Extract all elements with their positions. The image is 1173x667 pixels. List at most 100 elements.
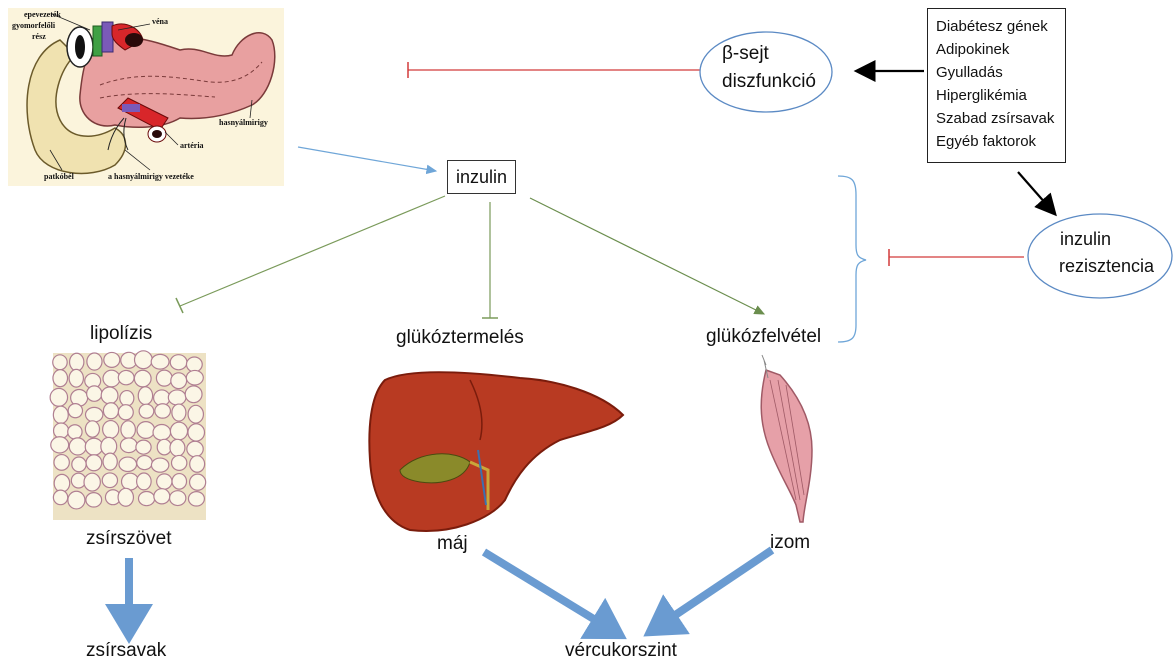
fat-cell	[170, 422, 187, 440]
glucose-uptake-label: glükózfelvétel	[706, 326, 821, 348]
fat-cell	[138, 387, 152, 405]
fat-cell	[171, 373, 187, 389]
fat-cell	[136, 440, 151, 454]
fat-cell	[103, 403, 118, 419]
fat-cell	[157, 474, 172, 489]
label-pylorus: gyomorfelőli	[12, 21, 55, 30]
fat-cell	[153, 425, 171, 441]
fat-cell	[170, 491, 186, 506]
adipose-tissue-label: zsírszövet	[86, 528, 172, 550]
fat-cell	[86, 455, 102, 471]
fat-cell	[72, 457, 86, 472]
fat-cell	[54, 474, 70, 492]
fat-cell	[69, 369, 83, 387]
fat-cell	[168, 390, 186, 405]
fat-cell	[157, 439, 171, 455]
fat-cell	[171, 455, 186, 470]
pancreas-illustration	[8, 8, 284, 186]
fat-cell	[101, 387, 118, 404]
fat-cell	[85, 438, 103, 455]
fatty-acids-label: zsírsavak	[86, 640, 166, 662]
fat-cell	[101, 437, 117, 455]
arrow-pancreas-to-insulin	[298, 147, 436, 171]
muscle-label: izom	[770, 532, 810, 554]
liver-image	[369, 372, 623, 531]
label-bile-duct: epevezeték	[24, 10, 61, 19]
fat-cell	[135, 351, 153, 369]
fat-cell	[172, 404, 186, 421]
fat-cell	[154, 489, 170, 504]
fat-cell	[119, 457, 137, 471]
fat-cell	[155, 404, 171, 418]
label-vein: véna	[152, 17, 168, 26]
factor-item: Egyéb faktorok	[936, 130, 1057, 153]
lipolysis-label: lipolízis	[90, 323, 152, 345]
arrow-insulin-to-glucose-uptake	[530, 198, 764, 314]
fat-cell	[104, 352, 120, 367]
label-pancreatic-duct: a hasnyálmirigy vezetéke	[108, 172, 194, 181]
fat-cell	[120, 438, 137, 453]
fat-cell	[187, 441, 203, 457]
fat-cell	[172, 474, 186, 490]
fat-cell	[170, 439, 185, 456]
fat-cell	[86, 493, 102, 507]
inhibit-insulin-to-lipolysis	[180, 196, 445, 306]
factor-item: Diabétesz gének	[936, 15, 1057, 38]
fat-cell	[85, 407, 102, 422]
factor-item: Gyulladás	[936, 61, 1057, 84]
fat-cell	[186, 370, 203, 385]
liver-label: máj	[437, 533, 468, 555]
resistance-line2: rezisztencia	[1059, 256, 1154, 277]
fat-cell	[118, 405, 133, 420]
fat-cell	[54, 455, 69, 471]
big-arrow-muscle-to-blood-glucose	[650, 550, 772, 632]
fat-cell	[103, 421, 119, 439]
fat-cell	[190, 456, 205, 473]
fat-cell	[151, 354, 169, 369]
fat-cell	[186, 357, 202, 372]
label-part: rész	[32, 32, 46, 41]
adipose-tissue-image	[50, 351, 206, 520]
fat-cell	[51, 437, 69, 453]
fat-cell	[85, 421, 99, 437]
fat-cell	[137, 456, 153, 470]
fat-cell	[50, 388, 67, 406]
fat-cell	[190, 474, 206, 490]
fat-cell	[53, 370, 68, 387]
fat-cell	[103, 370, 120, 387]
big-arrow-liver-to-blood-glucose	[484, 552, 620, 635]
fat-cell	[53, 355, 67, 370]
resistance-line1: inzulin	[1060, 229, 1111, 250]
label-pancreas: hasnyálmirigy	[219, 118, 268, 127]
beta-cell-line1: β-sejt	[722, 43, 769, 65]
fat-cell	[188, 424, 205, 441]
fat-cell	[139, 404, 154, 418]
factor-item: Szabad zsírsavak	[936, 107, 1057, 130]
fat-cell	[53, 490, 67, 505]
fat-cell	[137, 473, 152, 490]
fat-cell	[137, 422, 155, 439]
fat-cell	[170, 355, 187, 370]
insulin-node: inzulin	[447, 160, 516, 194]
fat-cell	[87, 353, 102, 370]
fat-cell	[185, 386, 202, 403]
fat-cell	[138, 491, 154, 505]
fat-cell	[118, 370, 134, 384]
fat-cell	[120, 391, 134, 406]
fat-cell	[102, 473, 117, 488]
beta-cell-line2: diszfunkció	[722, 71, 816, 93]
fat-cell	[53, 406, 68, 423]
factor-item: Hiperglikémia	[936, 84, 1057, 107]
fat-cell	[68, 425, 82, 439]
fat-cell	[118, 488, 133, 506]
fat-cell	[188, 492, 204, 506]
label-duodenum: patkóbél	[44, 172, 74, 181]
fat-cell	[54, 423, 69, 438]
fat-cell	[134, 370, 151, 387]
factor-item: Adipokinek	[936, 38, 1057, 61]
risk-factors-box: Diabétesz gének Adipokinek Gyulladás Hip…	[927, 8, 1066, 163]
fat-cell	[69, 438, 86, 455]
fat-cell	[68, 491, 85, 509]
fat-cell	[151, 458, 168, 472]
muscle-image	[761, 355, 812, 522]
